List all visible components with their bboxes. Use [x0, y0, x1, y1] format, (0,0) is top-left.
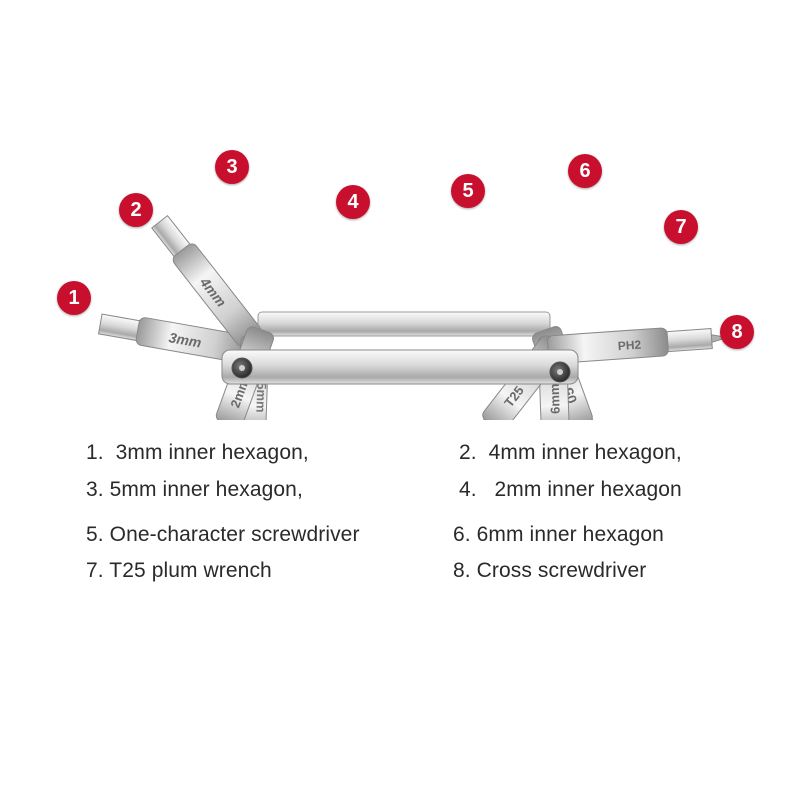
lower-handle-bar — [221, 349, 579, 385]
marker-7: 7 — [664, 210, 698, 244]
legend-item-4: 4. 2mm inner hexagon — [459, 478, 682, 501]
legend-item-6: 6. 6mm inner hexagon — [453, 523, 664, 546]
marker-8: 8 — [720, 315, 754, 349]
legend-item-7: 7. T25 plum wrench — [86, 559, 272, 582]
marker-1: 1 — [57, 281, 91, 315]
multi-tool-illustration: 3mm 4mm 5mm 2mm 05 6mm T25 — [97, 214, 728, 420]
marker-6: 6 — [568, 154, 602, 188]
marker-3: 3 — [215, 150, 249, 184]
bit-3-engraving: 5mm — [253, 382, 269, 413]
bit-1-3mm-hex: 3mm — [97, 313, 250, 364]
bit-1-engraving: 3mm — [168, 329, 203, 350]
bit-6-engraving: 6mm — [547, 383, 563, 414]
marker-5: 5 — [451, 174, 485, 208]
legend-item-5: 5. One-character screwdriver — [86, 523, 360, 546]
legend-item-3: 3. 5mm inner hexagon, — [86, 478, 303, 501]
legend-item-2: 2. 4mm inner hexagon, — [459, 441, 682, 464]
marker-4: 4 — [336, 185, 370, 219]
bit-8-engraving: PH2 — [617, 337, 642, 353]
marker-2: 2 — [119, 193, 153, 227]
upper-handle-bar — [257, 311, 551, 337]
legend-item-8: 8. Cross screwdriver — [453, 559, 647, 582]
legend-item-1: 1. 3mm inner hexagon, — [86, 441, 309, 464]
